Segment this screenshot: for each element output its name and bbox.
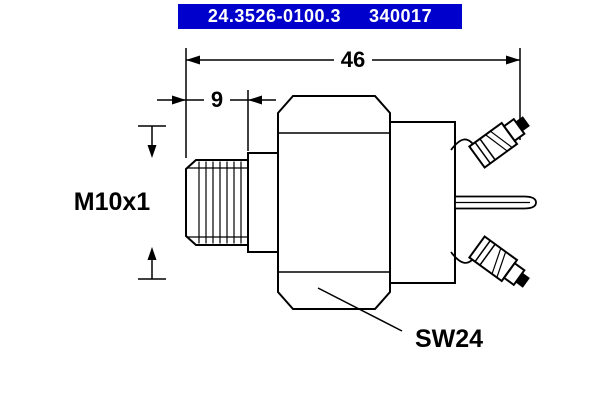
threaded-stud [185,159,248,246]
dimension-thread-spec [138,125,166,280]
thread-lines [198,161,242,244]
header-bar: 24.3526-0100.3 340017 [178,4,462,29]
wrench-size-label: SW24 [415,325,483,353]
center-pin [454,195,537,210]
collar [247,152,279,253]
overall-length-label: 46 [341,47,365,72]
switch-housing [389,121,456,284]
thread-length-label: 9 [211,87,223,112]
hex-body [277,95,391,310]
reference-number: 340017 [369,6,433,26]
sw24-leader-line [317,287,403,332]
top-connector [450,116,530,169]
part-number: 24.3526-0100.3 [207,6,342,26]
dimension-overall-length [185,45,521,158]
dimension-thread-length [157,86,276,151]
bottom-connector [450,235,530,288]
thread-spec-label: M10x1 [74,188,151,216]
